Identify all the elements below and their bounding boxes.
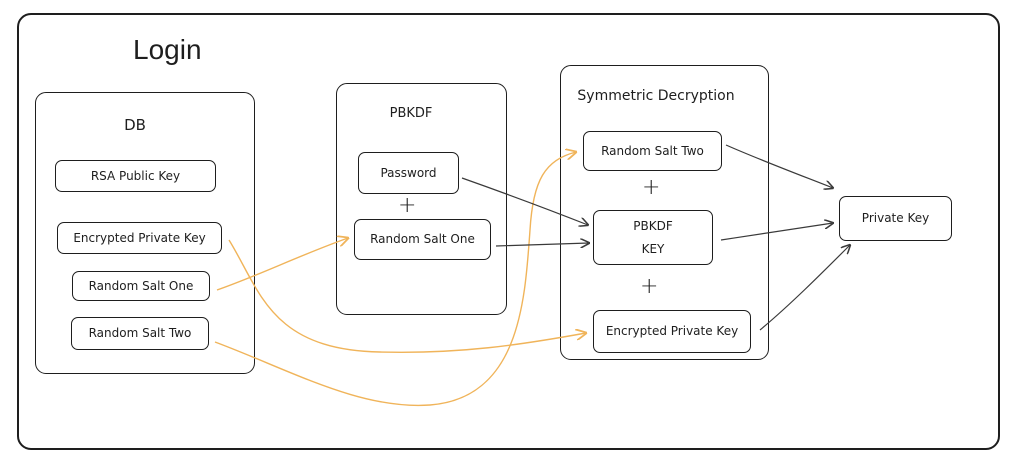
- sym-pbkdf-key-line2: KEY: [641, 241, 665, 256]
- sym-plus-operator-1: +: [642, 175, 661, 200]
- db-group-label: DB: [124, 116, 146, 134]
- diagram-title: Login: [133, 34, 202, 65]
- private-key-node: Private Key: [839, 196, 952, 241]
- db-encrypted-private-key-node: Encrypted Private Key: [57, 222, 222, 254]
- login-frame: [17, 13, 1000, 450]
- sym-random-salt-two-node: Random Salt Two: [583, 131, 722, 171]
- db-rsa-public-key-node: RSA Public Key: [55, 160, 216, 192]
- sym-pbkdf-key-line1: PBKDF: [633, 218, 673, 233]
- sym-pbkdf-key-node: PBKDF KEY: [593, 210, 713, 265]
- pbkdf-plus-operator: +: [398, 193, 417, 218]
- pbkdf-group-label: PBKDF: [389, 106, 433, 121]
- pbkdf-password-node: Password: [358, 152, 459, 194]
- sym-plus-operator-2: +: [640, 274, 659, 299]
- db-random-salt-two-node: Random Salt Two: [71, 317, 209, 350]
- db-random-salt-one-node: Random Salt One: [72, 271, 210, 301]
- pbkdf-random-salt-one-node: Random Salt One: [354, 219, 491, 260]
- sym-encrypted-private-key-node: Encrypted Private Key: [593, 310, 751, 353]
- symmetric-decryption-group-label: Symmetric Decryption: [577, 88, 735, 104]
